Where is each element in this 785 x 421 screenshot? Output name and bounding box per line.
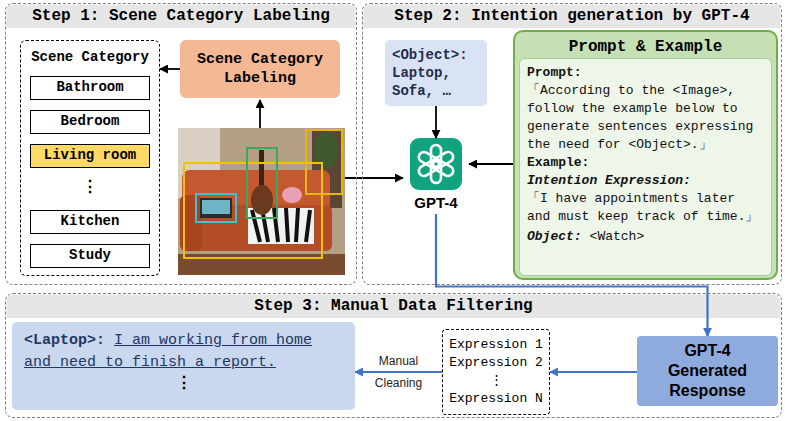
node-text: Prompt: xyxy=(527,64,764,82)
photo-guitar-body xyxy=(251,185,273,215)
node-text: GPT-4 xyxy=(403,194,469,212)
photo-pillow xyxy=(282,187,302,203)
node-text: Intention Expression: xyxy=(527,172,764,190)
edge-label: Manual Cleaning xyxy=(363,350,435,394)
step-panel: Step 2: Intention generation by GPT-4 <Ob… xyxy=(362,3,782,285)
node-text: Object: xyxy=(527,229,582,244)
bounding-box xyxy=(184,163,322,258)
category-item: Living room xyxy=(30,144,150,168)
bounding-box xyxy=(247,148,277,218)
photo-laptop-screen xyxy=(202,200,230,214)
output-box: <Laptop>:I am working from home and need… xyxy=(12,322,355,410)
panel-title: Step 1: Scene Category Labeling xyxy=(6,4,356,28)
category-item: Study xyxy=(30,244,150,268)
expression-list: Expression 1Expression 2⋮Expression N xyxy=(442,329,550,415)
node-text: Expression 1 xyxy=(445,336,547,354)
panel-header-bands xyxy=(7,5,781,319)
panel-header-band xyxy=(7,5,356,29)
photo-guitar-neck xyxy=(259,150,264,190)
node-text: Expression N xyxy=(445,390,547,408)
prompt-panel: Prompt & ExamplePrompt:「According to the… xyxy=(513,30,778,280)
step-panel: Step 1: Scene Category LabelingScene Cat… xyxy=(5,3,357,285)
connector-arrow xyxy=(160,68,180,70)
ellipsis: ⋮ xyxy=(445,372,547,390)
node-text: Study xyxy=(31,245,149,266)
node-text: 「According to the <Image>, follow the ex… xyxy=(527,82,764,154)
process-box: GPT-4 Generated Response xyxy=(637,336,778,406)
panel-title: Step 3: Manual Data Filtering xyxy=(6,294,781,318)
input-box: <Object>: Laptop, Sofa, … xyxy=(385,40,487,106)
connector-arrow xyxy=(435,106,437,138)
photo-laptop xyxy=(200,198,232,218)
connector-arrow xyxy=(469,163,513,165)
node-text: Scene Category Labeling xyxy=(186,50,334,88)
node-text: GPT-4 Generated Response xyxy=(655,341,760,401)
ellipsis: ⋮ xyxy=(21,178,159,198)
category-item: Kitchen xyxy=(30,210,150,234)
box-heading: Scene Category xyxy=(21,41,159,66)
node-text: 「I have appointments later and must keep… xyxy=(527,190,764,226)
logo-ground xyxy=(410,138,462,190)
node-text: Bedroom xyxy=(31,111,149,132)
node-text: Expression 2 xyxy=(445,354,547,372)
logo-petal xyxy=(417,150,441,170)
node-text: Bathroom xyxy=(31,77,149,98)
category-item: Bedroom xyxy=(30,110,150,134)
process-box: Scene Category Labeling xyxy=(180,40,340,98)
photo-wall xyxy=(178,128,345,275)
box-heading: Prompt & Example xyxy=(515,32,776,57)
node-text: <Watch> xyxy=(590,229,645,244)
category-item: Bathroom xyxy=(30,76,150,100)
photo-to-labeling-arrow xyxy=(259,100,261,128)
node-text: Living room xyxy=(31,145,149,166)
panel-header-band xyxy=(7,295,781,319)
bounding-box xyxy=(196,194,236,222)
photo-to-model-arrow xyxy=(345,177,403,179)
connector-arrow xyxy=(355,371,442,373)
node-text: Example: xyxy=(527,154,764,172)
category-list: Scene Category ⋮ BathroomBedroomLiving roo… xyxy=(20,40,160,276)
bounding-box xyxy=(306,130,342,194)
panel-title: Step 2: Intention generation by GPT-4 xyxy=(363,4,781,28)
room-photo xyxy=(178,128,345,275)
node-text: <Laptop>: xyxy=(24,332,105,349)
gpt4-logo xyxy=(410,138,462,190)
ellipsis: ⋮ xyxy=(24,374,343,394)
node-text: <Object>: Laptop, Sofa, … xyxy=(392,46,480,100)
node-text: Kitchen xyxy=(31,211,149,232)
panel-header-band xyxy=(364,5,781,29)
connector-arrow xyxy=(550,371,637,373)
model-node: GPT-4 xyxy=(403,138,469,214)
prompt-text-box: Prompt:「According to the <Image>, follow… xyxy=(519,58,772,276)
